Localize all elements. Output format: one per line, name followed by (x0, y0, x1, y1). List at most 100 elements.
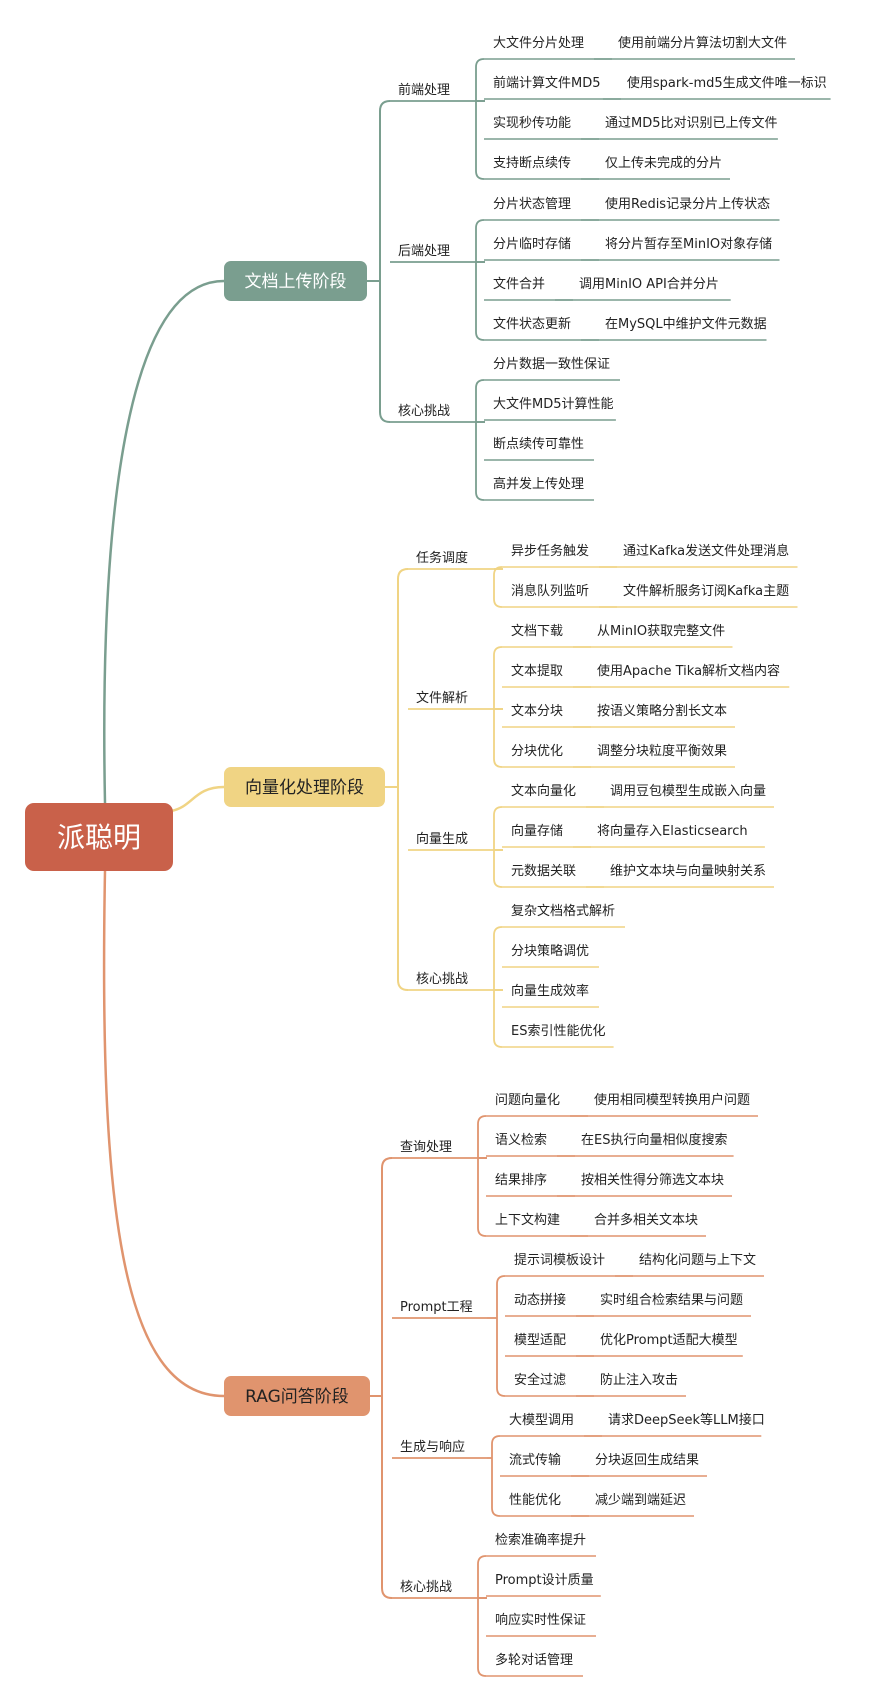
item-node: 响应实时性保证 (486, 1612, 596, 1637)
stage-node-box (224, 767, 385, 807)
group-label: 后端处理 (398, 244, 450, 259)
item-label: 消息队列监听 (511, 583, 589, 599)
item-node: 文件状态更新 在MySQL中维护文件元数据 (484, 316, 767, 341)
item-node: 元数据关联维护文本块与向量映射关系 (502, 863, 774, 888)
item-detail: 使用Redis记录分片上传状态 (605, 196, 770, 212)
item-node: 问题向量化 使用相同模型转换用户问题 (486, 1092, 758, 1117)
item-node: 文件合并 调用MinIO API合并分片 (484, 277, 731, 301)
item-label: 结果排序 (495, 1173, 547, 1188)
item-detail: 将向量存入Elasticsearch (597, 823, 748, 839)
item-detail: 调整分块粒度平衡效果 (597, 743, 727, 759)
item-detail: 维护文本块与向量映射关系 (610, 863, 766, 879)
item-node: 高并发上传处理 (484, 476, 594, 501)
stage-node-box (224, 261, 367, 301)
stage-trunk (381, 1157, 393, 1599)
group-bracket (475, 58, 485, 180)
item-node: 检索准确率提升 (486, 1532, 596, 1557)
item-label: 检索准确率提升 (495, 1532, 586, 1548)
item-node: 分块优化 调整分块粒度平衡效果 (502, 743, 735, 768)
item-label: 语义检索 (495, 1133, 547, 1148)
item-detail: 防止注入攻击 (600, 1372, 678, 1388)
group-bracket (475, 379, 485, 501)
item-label: 文本提取 (511, 663, 563, 679)
item-label: 文件状态更新 (493, 316, 571, 332)
item-detail: 实时组合检索结果与问题 (600, 1293, 743, 1308)
item-label: 大文件MD5计算性能 (493, 397, 614, 412)
item-detail: 按语义策略分割长文本 (597, 703, 727, 719)
item-label: 文本分块 (511, 704, 563, 719)
group-label: 查询处理 (400, 1140, 452, 1155)
item-detail: 使用Apache Tika解析文档内容 (597, 663, 780, 679)
item-detail: 调用MinIO API合并分片 (579, 277, 719, 292)
item-node: 结果排序按相关性得分筛选文本块 (486, 1172, 732, 1197)
item-node: 多轮对话管理 (486, 1652, 583, 1677)
item-label: 向量存储 (511, 823, 563, 839)
item-detail: 调用豆包模型生成嵌入向量 (610, 783, 766, 799)
item-label: 模型适配 (514, 1333, 566, 1348)
group-label: 文件解析 (416, 691, 468, 706)
item-node: 安全过滤 防止注入攻击 (505, 1372, 686, 1397)
group-label: 向量生成 (416, 831, 468, 847)
item-detail: 分块返回生成结果 (595, 1453, 699, 1468)
item-detail: 合并多相关文本块 (594, 1212, 698, 1228)
stage-label: 向量化处理阶段 (245, 778, 364, 798)
item-node: 文本提取 使用Apache Tika解析文档内容 (502, 663, 790, 688)
item-node: 文档下载 从MinIO获取完整文件 (502, 624, 733, 648)
item-node: 大文件分片处理使用前端分片算法切割大文件 (484, 35, 795, 60)
item-node: 复杂文档格式解析 (502, 903, 625, 928)
item-label: 分片临时存储 (493, 237, 571, 252)
item-label: 动态拼接 (514, 1292, 566, 1308)
item-node: 上下文构建合并多相关文本块 (486, 1212, 706, 1237)
group-bracket (493, 806, 503, 888)
stage-node-box (224, 1376, 370, 1416)
stage-label: 文档上传阶段 (245, 272, 347, 292)
group-branch: Prompt工程 提示词模板设计结构化问题与上下文动态拼接 实时组合检索结果与问题模… (392, 1252, 764, 1397)
group-label: 生成与响应 (400, 1439, 465, 1455)
root-label: 派聪明 (57, 821, 141, 854)
item-node: 文本分块 按语义策略分割长文本 (502, 703, 735, 728)
item-label: 问题向量化 (495, 1092, 560, 1108)
group-bracket (493, 926, 503, 1048)
item-node: 提示词模板设计结构化问题与上下文 (505, 1252, 764, 1277)
item-label: 大文件分片处理 (493, 36, 584, 51)
item-label: 文件合并 (493, 277, 545, 292)
item-label: 断点续传可靠性 (493, 437, 584, 452)
item-node: 分片状态管理使用Redis记录分片上传状态 (484, 196, 780, 221)
group-bracket (491, 1435, 501, 1517)
root-node: 派聪明 (25, 803, 173, 871)
item-detail: 通过Kafka发送文件处理消息 (623, 543, 789, 559)
group-bracket (493, 646, 503, 768)
stage-label: RAG问答阶段 (245, 1387, 349, 1407)
group-branch: 查询处理问题向量化使用相同模型转换用户问题语义检索在ES执行向量相似度搜索结果排… (392, 1092, 758, 1237)
item-detail: 在MySQL中维护文件元数据 (605, 317, 767, 332)
item-node: 动态拼接 实时组合检索结果与问题 (505, 1292, 751, 1317)
item-label: 分块优化 (511, 744, 563, 759)
item-detail: 减少端到端延迟 (595, 1493, 686, 1508)
item-detail: 使用相同模型转换用户问题 (594, 1092, 750, 1108)
group-bracket (496, 1275, 506, 1397)
item-node: 大文件MD5计算性能 (484, 397, 616, 421)
group-label: Prompt工程 (400, 1300, 473, 1315)
group-branch: 任务调度异步任务触发通过Kafka发送文件处理消息消息队列监听文件解析服务订阅K… (408, 543, 798, 608)
item-node: 大模型调用请求DeepSeek等LLM接口 (500, 1412, 765, 1437)
item-label: 文档下载 (511, 624, 563, 639)
item-detail: 从MinIO获取完整文件 (597, 624, 725, 639)
item-node: 断点续传可靠性 (484, 437, 594, 461)
item-detail: 使用spark-md5生成文件唯一标识 (627, 75, 827, 91)
item-label: 安全过滤 (514, 1372, 566, 1388)
item-detail: 将分片暂存至MinIO对象存储 (605, 237, 772, 252)
group-label: 前端处理 (398, 82, 450, 98)
stage-connector (170, 785, 225, 813)
group-bracket (477, 1555, 487, 1677)
item-node: 向量存储 将向量存入Elasticsearch (502, 823, 765, 848)
item-node: 分片数据一致性保证 (484, 357, 620, 381)
stage-branch: 向量化处理阶段任务调度异步任务触发通过Kafka发送文件处理消息消息队列监听文件… (224, 543, 798, 1048)
item-label: 支持断点续传 (493, 156, 571, 171)
stage-trunk (379, 100, 391, 423)
